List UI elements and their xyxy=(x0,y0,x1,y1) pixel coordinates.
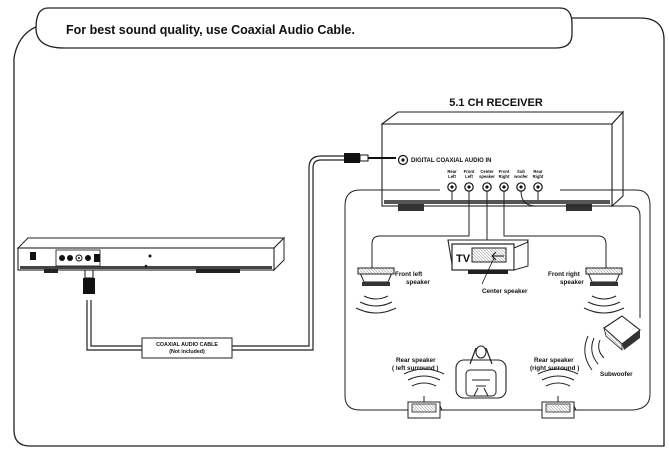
header-note: For best sound quality, use Coaxial Audi… xyxy=(66,23,355,37)
svg-text:Right: Right xyxy=(499,174,510,179)
header-banner: For best sound quality, use Coaxial Audi… xyxy=(35,7,573,49)
receiver-output-jack: Rear Right xyxy=(533,169,544,192)
receiver-title: 5.1 CH RECEIVER xyxy=(449,97,543,109)
subwoofer xyxy=(584,315,641,371)
svg-text:COAXIAL AUDIO CABLE: COAXIAL AUDIO CABLE xyxy=(156,342,218,348)
front-left-label-1: Front left xyxy=(395,271,423,278)
rear-left-label-1: Rear speaker xyxy=(396,357,436,364)
front-right-label-2: speaker xyxy=(560,279,584,286)
receiver-output-jack: Rear Left xyxy=(447,169,457,192)
tv-set: TV xyxy=(447,239,529,285)
receiver-output-jack: Front Left xyxy=(464,169,475,192)
svg-text:Center: Center xyxy=(480,169,494,174)
rear-right-speaker xyxy=(537,368,579,419)
rear-left-speaker xyxy=(403,368,445,419)
dvd-player xyxy=(16,236,286,273)
svg-text:Right: Right xyxy=(533,174,544,179)
svg-text:Left: Left xyxy=(448,174,456,179)
svg-text:Sub: Sub xyxy=(517,169,525,174)
front-right-speaker xyxy=(583,267,625,314)
cable-label: COAXIAL AUDIO CABLE (Not included) xyxy=(141,337,233,359)
front-left-speaker xyxy=(355,267,397,314)
outer-frame xyxy=(13,17,665,447)
svg-text:Left: Left xyxy=(465,174,473,179)
svg-text:(Not included): (Not included) xyxy=(169,349,205,355)
center-speaker xyxy=(471,247,507,263)
svg-text:Front: Front xyxy=(499,169,510,174)
receiver-output-jack: Sub woofer xyxy=(513,169,528,192)
tv-label: TV xyxy=(456,253,471,265)
front-right-label-1: Front right xyxy=(548,271,581,278)
svg-text:Front: Front xyxy=(464,169,475,174)
svg-text:speaker: speaker xyxy=(479,174,495,179)
subwoofer-label: Subwoofer xyxy=(600,371,633,378)
receiver-output-jack: Center speaker xyxy=(479,169,495,192)
rear-right-label-2: (right surround ) xyxy=(530,365,579,372)
receiver-unit: DIGITAL COAXIAL AUDIO IN Rear Left Front… xyxy=(380,110,625,211)
speaker-wiring xyxy=(344,189,651,411)
front-left-label-2: speaker xyxy=(406,279,430,286)
rear-left-label-2: ( left surround ) xyxy=(392,365,439,372)
rear-right-label-1: Rear speaker xyxy=(534,357,574,364)
listener-seat xyxy=(455,345,507,399)
coaxial-cable xyxy=(83,153,396,351)
receiver-output-jack: Front Right xyxy=(499,169,510,192)
center-speaker-label: Center speaker xyxy=(482,288,528,295)
coaxial-input-label: DIGITAL COAXIAL AUDIO IN xyxy=(411,158,491,164)
svg-text:Rear: Rear xyxy=(447,169,457,174)
svg-text:woofer: woofer xyxy=(513,174,528,179)
svg-text:Rear: Rear xyxy=(533,169,543,174)
